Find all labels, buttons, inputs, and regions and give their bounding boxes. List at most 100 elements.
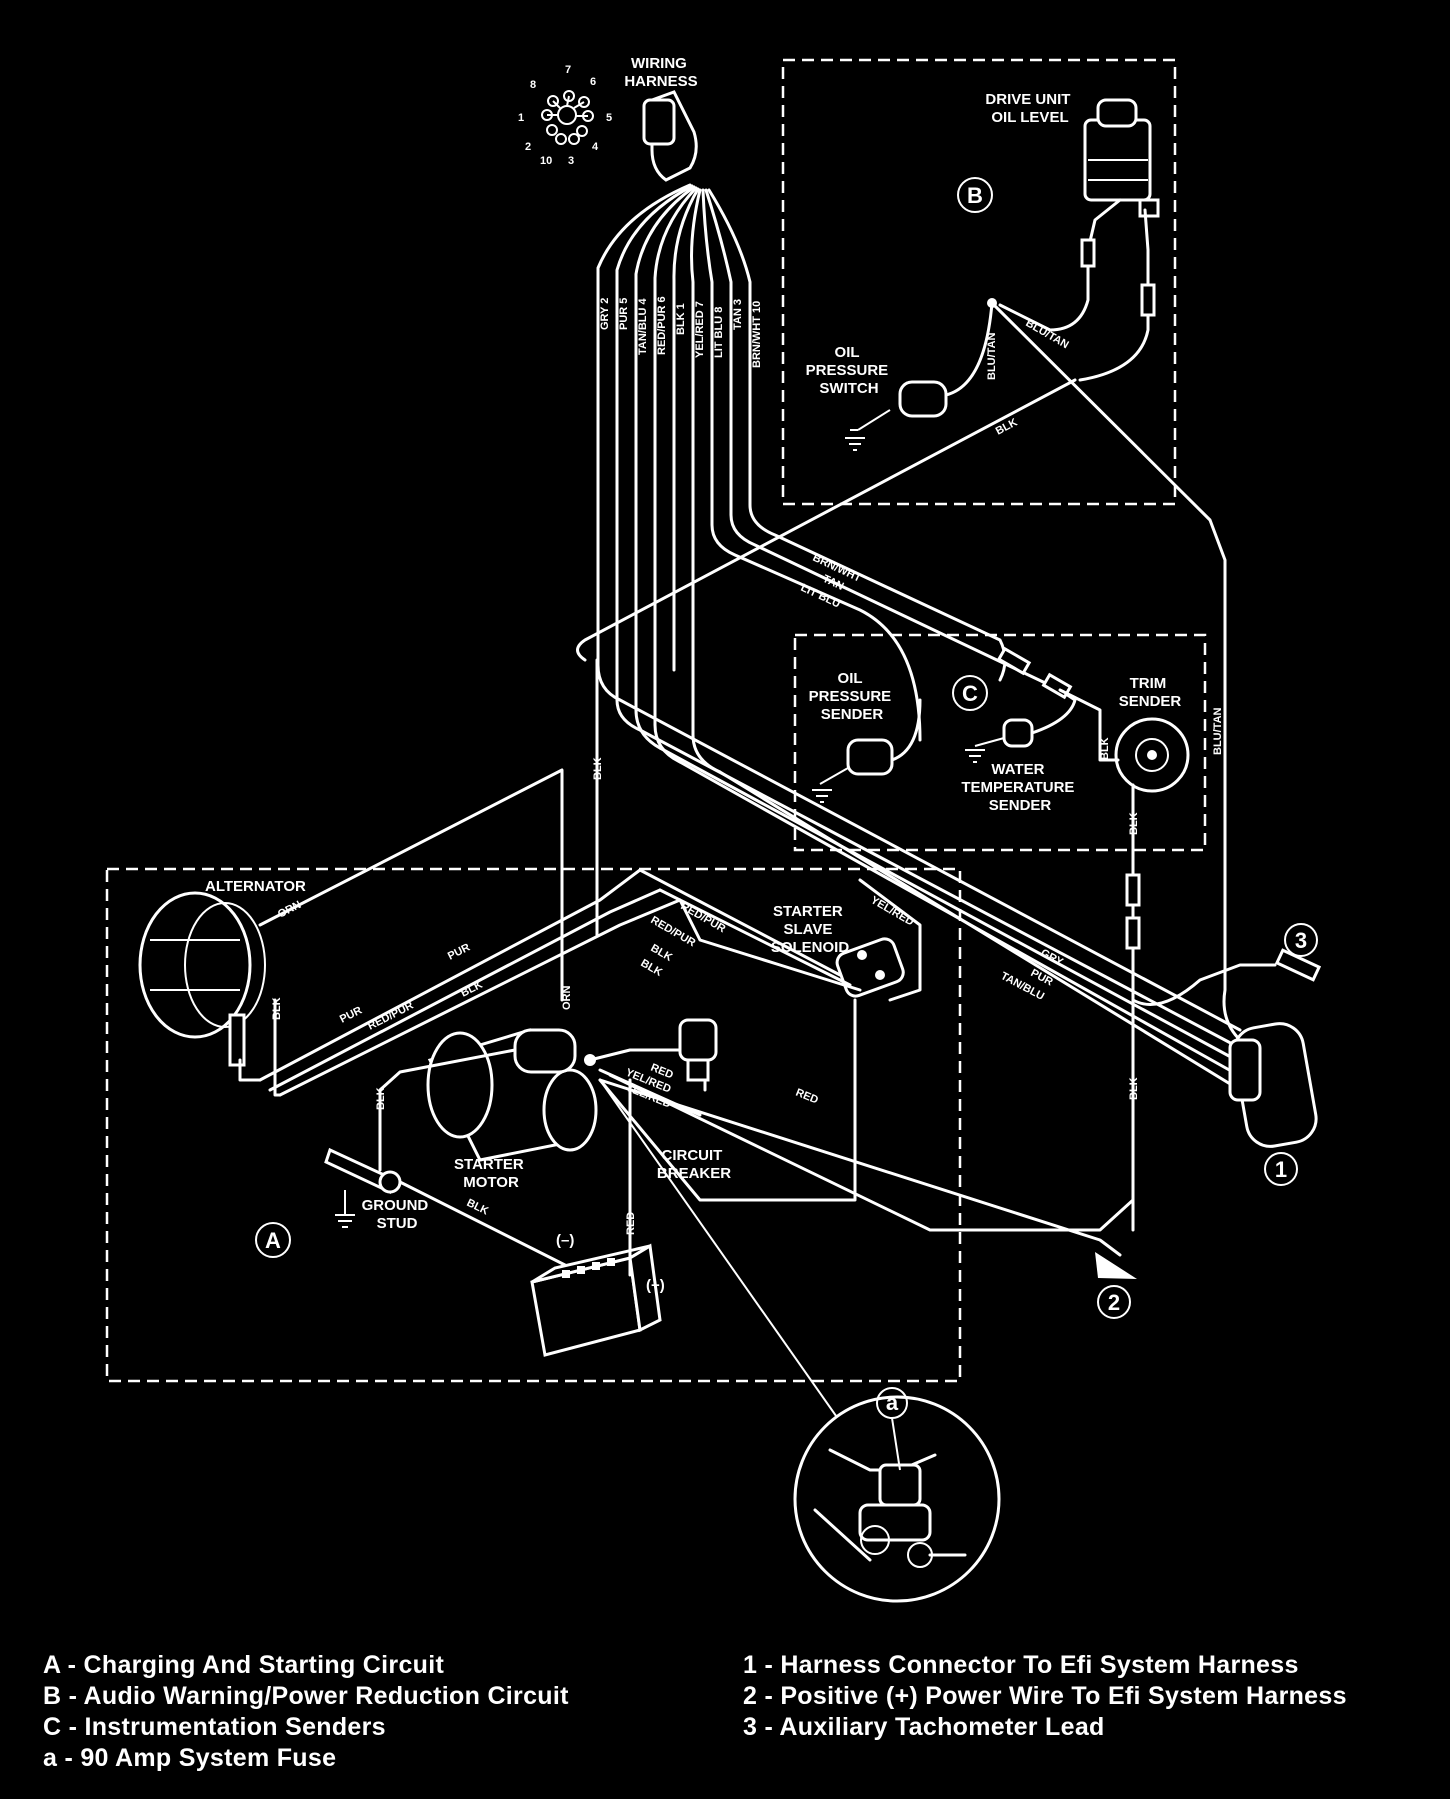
alt-leads xyxy=(238,998,282,1097)
svg-text:YEL/RED 7: YEL/RED 7 xyxy=(694,301,706,358)
wire-label-pur-alt-2: PUR xyxy=(338,1004,364,1025)
pin-7: 7 xyxy=(565,64,571,76)
svg-text:PUR 5: PUR 5 xyxy=(618,298,630,330)
callout-a-circle xyxy=(255,1222,291,1258)
wire-label-orn-2: ORN xyxy=(561,986,573,1011)
ground-stud xyxy=(324,1147,402,1228)
water-temperature-sender xyxy=(965,718,1034,763)
oil-switch-lead xyxy=(944,301,994,397)
circuit-breaker xyxy=(678,1018,718,1082)
blk-battery-neg xyxy=(398,1180,567,1267)
wire-label-blk-trim-2: BLK xyxy=(1128,812,1140,835)
wire-label-orn-1: ORN xyxy=(276,899,303,921)
svg-text:BLK 1: BLK 1 xyxy=(675,303,687,335)
oil-level-leads xyxy=(998,198,1122,332)
wire-label-red-bat: RED xyxy=(625,1212,637,1235)
orn-alt-wire xyxy=(258,768,564,1002)
pin-1: 1 xyxy=(518,112,524,124)
wire-label-blk-sol-2: BLK xyxy=(639,957,665,979)
wire-label-blk-vert: BLK xyxy=(592,757,604,780)
solenoid-wires xyxy=(638,868,922,1002)
blk-starter-ground xyxy=(378,1048,517,1172)
red-to-fuse xyxy=(598,998,857,1202)
svg-text:GRY 2: GRY 2 xyxy=(599,298,611,330)
oil-pressure-sender-label: OIL PRESSURE SENDER xyxy=(809,670,896,723)
oil-level-plug-1 xyxy=(1080,238,1096,268)
harness-connector-pinout: 8 7 6 1 5 2 4 10 3 xyxy=(518,64,612,167)
legend: A - Charging And Starting Circuit B - Au… xyxy=(0,1650,1450,1790)
legend-item-c: C - Instrumentation Senders xyxy=(43,1713,386,1741)
oil-pressure-switch xyxy=(845,380,948,451)
legend-item-a: A - Charging And Starting Circuit xyxy=(43,1651,445,1679)
legend-item-1: 1 - Harness Connector To Efi System Harn… xyxy=(743,1651,1299,1679)
oil-level-plug-2 xyxy=(1140,283,1156,317)
pin-2: 2 xyxy=(525,141,531,153)
pin-8: 8 xyxy=(530,79,536,91)
callout-b: B xyxy=(967,183,983,208)
oil-sender-lead xyxy=(890,698,922,762)
trim-sender-label: TRIM SENDER xyxy=(1119,675,1182,710)
pin-3: 3 xyxy=(568,155,574,167)
main-trunk xyxy=(618,698,1242,1092)
callout-a-small: a xyxy=(886,1390,899,1415)
svg-text:BRN/WHT 10: BRN/WHT 10 xyxy=(751,301,763,368)
wire-label-blk-alt: BLK xyxy=(459,979,485,1000)
harness-plug-body xyxy=(642,98,676,146)
wiring-diagram: 8 7 6 1 5 2 4 10 3 WIRING HARNESS GRY 2 … xyxy=(105,55,1322,1603)
oil-pressure-sender xyxy=(812,738,894,803)
trim-plug-2 xyxy=(1125,916,1141,950)
wire-label-blk-st-1: BLK xyxy=(375,1087,387,1110)
wire-label-blk-alt-2: BLK xyxy=(271,997,283,1020)
aux-tach-lead xyxy=(1131,963,1277,1006)
circuit-box-a xyxy=(105,867,962,1383)
callout-a: A xyxy=(265,1228,281,1253)
wire-label-red-pur-1: RED/PUR xyxy=(679,900,728,935)
fuse-callout-leader xyxy=(891,1417,901,1471)
wiring-harness-label: WIRING HARNESS xyxy=(624,55,697,90)
callout-2-circle xyxy=(1097,1285,1131,1319)
positive-efi-wire xyxy=(598,1078,1122,1257)
blk-ground-b xyxy=(576,378,1077,662)
callout-1: 1 xyxy=(1275,1157,1287,1182)
starter-slave-solenoid xyxy=(835,937,905,998)
legend-item-3: 3 - Auxiliary Tachometer Lead xyxy=(743,1713,1105,1741)
svg-text:LIT BLU 8: LIT BLU 8 xyxy=(713,307,725,358)
harness-wires xyxy=(596,183,1062,774)
trim-sender xyxy=(1114,717,1190,793)
oil-pressure-switch-label: OIL PRESSURE SWITCH xyxy=(806,344,893,397)
harness-wire-labels: GRY 2 PUR 5 TAN/BLU 4 RED/PUR 6 BLK 1 YE… xyxy=(599,296,763,368)
wire-label-blk-efi: BLK xyxy=(1128,1077,1140,1100)
pin-6: 6 xyxy=(590,76,596,88)
starter-slave-solenoid-label: STARTER SLAVE SOLENOID xyxy=(771,903,850,956)
alternator xyxy=(138,891,266,1067)
starter-motor xyxy=(426,1028,598,1162)
svg-text:RED/PUR 6: RED/PUR 6 xyxy=(656,296,668,355)
blu-tan-long xyxy=(990,301,1242,1042)
callout-1-circle xyxy=(1264,1152,1298,1186)
callout-3: 3 xyxy=(1295,928,1307,953)
battery-positive-label: (+) xyxy=(646,1277,665,1294)
battery-negative-label: (–) xyxy=(556,1232,574,1249)
circuit-box-b xyxy=(781,58,1177,506)
callout-c: C xyxy=(962,681,978,706)
callout-c-circle xyxy=(952,675,988,711)
fuse-leader xyxy=(599,1079,861,1451)
starter-motor-label: STARTER MOTOR xyxy=(454,1156,528,1191)
wire-label-red-long: RED xyxy=(794,1087,820,1107)
wire-label-blk-trim-1: BLK xyxy=(1099,737,1111,760)
wire-label-yel-red-1: YEL/RED xyxy=(869,894,916,928)
alternator-label: ALTERNATOR xyxy=(205,878,306,895)
circuit-breaker-label: CIRCUIT BREAKER xyxy=(657,1147,731,1182)
trim-plug-1 xyxy=(1125,873,1141,907)
oil-level-lead-2 xyxy=(1078,208,1150,382)
wire-label-blk-bat: BLK xyxy=(465,1197,491,1218)
ground-stud-label: GROUND STUD xyxy=(362,1197,433,1232)
wire-label-pur-alt: PUR xyxy=(446,941,472,962)
legend-item-b: B - Audio Warning/Power Reduction Circui… xyxy=(43,1682,569,1710)
callout-b-circle xyxy=(957,177,993,213)
callout-3-circle xyxy=(1284,923,1318,957)
pin-4: 4 xyxy=(592,141,599,153)
arrow-2-head xyxy=(1095,1252,1137,1279)
drive-unit-oil-reservoir xyxy=(1083,98,1160,218)
legend-item-fuse: a - 90 Amp System Fuse xyxy=(43,1744,337,1772)
